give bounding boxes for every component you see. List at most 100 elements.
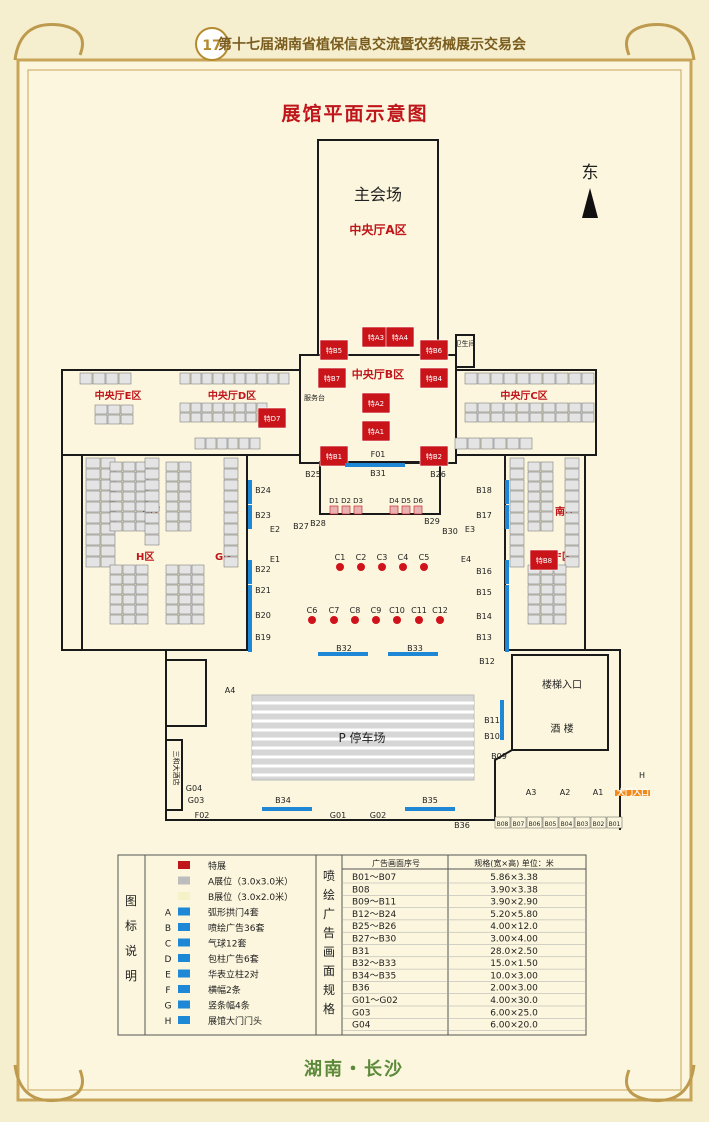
- legend-title-char: 标: [125, 919, 137, 933]
- booth-cell: [85, 501, 101, 513]
- booth-cell: [165, 521, 179, 532]
- booth-cell: [79, 372, 93, 385]
- booth-cell: [122, 491, 136, 502]
- map-label: B30: [442, 527, 458, 536]
- map-label: B15: [476, 588, 492, 597]
- booth-cell: [178, 501, 192, 512]
- booth-cell: [564, 479, 580, 491]
- special-booth: [319, 445, 349, 467]
- balloon-label: C1: [335, 553, 346, 562]
- map-label: B10: [484, 732, 500, 741]
- booth-cell: [267, 372, 279, 385]
- special-booth: [361, 392, 391, 414]
- map-label: B11: [484, 716, 500, 725]
- bottom-booth-label: B03: [577, 821, 589, 828]
- legend-swatch-icon: [178, 876, 190, 885]
- booth-cell: [107, 414, 121, 425]
- booth-cell: [191, 584, 205, 595]
- bottom-booth: [606, 816, 623, 829]
- booth-cell: [85, 479, 101, 491]
- booth-cell: [179, 402, 191, 413]
- booth-cell: [540, 521, 554, 532]
- booth-cell: [223, 501, 239, 513]
- spec-title-char: 格: [323, 1001, 335, 1016]
- booth-cell: [527, 481, 541, 492]
- balloon-icon: [420, 563, 428, 571]
- legend-swatch-icon: [178, 923, 190, 931]
- balloon-icon: [399, 563, 407, 571]
- special-booth: [317, 367, 347, 389]
- booth-cell: [527, 521, 541, 532]
- booth-cell: [555, 402, 569, 413]
- spec-code: G01～G02: [352, 996, 398, 1006]
- booth-cell: [109, 491, 123, 502]
- balloon-label: C3: [377, 553, 388, 562]
- legend-title-char: 明: [125, 969, 137, 983]
- bottom-booth-label: B01: [609, 821, 621, 828]
- booth-cell: [201, 402, 213, 413]
- special-booth-label: 特B1: [326, 452, 342, 461]
- booth-cell: [178, 521, 192, 532]
- booth-cell: [503, 412, 517, 423]
- legend-text: 竖条幅4条: [208, 1000, 250, 1012]
- booth-cell: [105, 372, 119, 385]
- special-booth-label: 特A2: [368, 399, 384, 408]
- spec-code: B09～B11: [352, 898, 396, 908]
- booth-cell: [122, 604, 136, 615]
- booth-cell: [190, 372, 202, 385]
- special-booth-label: 特B5: [326, 346, 342, 355]
- booth-cell: [527, 511, 541, 522]
- booth-cell: [529, 402, 543, 413]
- corner-ornament-icon: [13, 22, 696, 1103]
- booth-cell: [540, 461, 554, 472]
- booth-cell: [454, 437, 468, 450]
- legend-key: C: [165, 940, 171, 950]
- booth-cell: [135, 564, 149, 575]
- booth-cell: [223, 523, 239, 535]
- hotel-label: 三和大酒店: [172, 751, 181, 786]
- booth-cell: [178, 574, 192, 585]
- booth-cell: [190, 412, 202, 423]
- spec-size: 28.0×2.50: [490, 947, 538, 957]
- legend-text: 华表立柱2对: [208, 969, 259, 981]
- map-label: B28: [310, 519, 326, 528]
- ad-banner: [318, 652, 368, 656]
- booth-cell: [109, 481, 123, 492]
- booth-cell: [135, 574, 149, 585]
- booth-cell: [85, 512, 101, 524]
- legend-box: [117, 854, 587, 1036]
- booth-cell: [564, 501, 580, 513]
- booth-cell: [223, 479, 239, 491]
- booth-cell: [529, 412, 543, 423]
- special-booth-label: 特B4: [426, 374, 443, 383]
- balloon-icon: [351, 616, 359, 624]
- booth-cell: [553, 584, 567, 595]
- booth-cell: [122, 594, 136, 605]
- legend-title-char: 图: [125, 894, 137, 908]
- booth-cell: [165, 471, 179, 482]
- map-label: F01: [371, 450, 386, 459]
- parking-label: P 停车场: [338, 730, 385, 745]
- map-label: B25: [305, 470, 321, 479]
- bottom-booth: [494, 816, 511, 829]
- bottom-booth: [590, 816, 607, 829]
- booth-cell: [542, 412, 556, 423]
- legend-key: F: [165, 986, 170, 996]
- booth-cell: [527, 491, 541, 502]
- bottom-booth: [558, 816, 575, 829]
- map-label: G03: [188, 796, 204, 805]
- booth-cell: [564, 512, 580, 524]
- booth-cell: [85, 468, 101, 480]
- booth-cell: [191, 564, 205, 575]
- booth-cell: [212, 402, 224, 413]
- balloon-label: C8: [350, 606, 361, 615]
- booth-cell: [201, 412, 213, 423]
- spec-size: 2.00×3.00: [490, 984, 538, 994]
- booth-cell: [201, 372, 213, 385]
- special-booth-label: 特A1: [368, 427, 384, 436]
- booth-cell: [553, 604, 567, 615]
- booth-cell: [238, 437, 250, 450]
- bottom-booth-label: B08: [497, 821, 509, 828]
- booth-cell: [516, 402, 530, 413]
